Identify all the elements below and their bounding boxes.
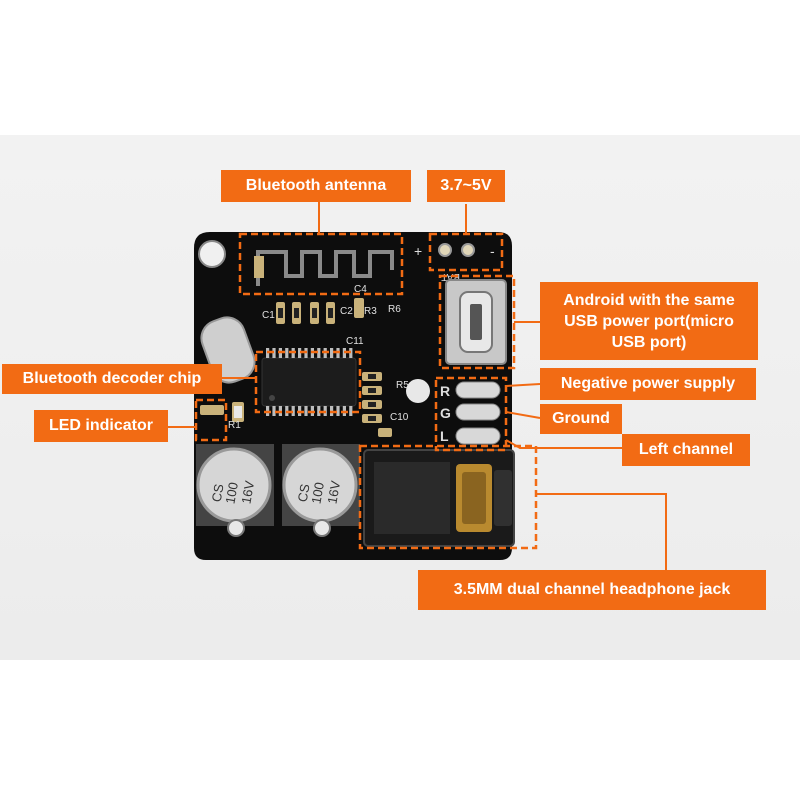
silk-c11: C11 (346, 336, 364, 347)
silk-c1: C1 (262, 310, 275, 321)
chip-pin (317, 348, 321, 358)
antenna-frame (238, 232, 404, 296)
chip-pin (304, 406, 308, 416)
pin-r-marking: R (440, 383, 450, 399)
label-voltage: 3.7~5V (427, 170, 505, 202)
label-negative-supply: Negative power supply (540, 368, 756, 400)
silk-r6: R6 (388, 304, 401, 315)
label-usb-port: Android with the same USB power port(mic… (540, 282, 758, 360)
chip-pin (336, 406, 340, 416)
label-bluetooth-antenna: Bluetooth antenna (221, 170, 411, 202)
usb-label-line-3: USB port) (611, 333, 687, 351)
headphone-jack (363, 449, 515, 547)
silk-r5: R5 (396, 380, 409, 391)
smd-dark-centers (278, 308, 376, 421)
chip-pin (349, 406, 353, 416)
label-ground: Ground (540, 404, 622, 434)
chip-pin (291, 406, 295, 416)
silk-r3: R3 (364, 306, 377, 317)
leader-lines (166, 198, 667, 572)
chip-frame (254, 350, 362, 414)
rgl-frame (434, 376, 508, 452)
label-decoder-chip: Bluetooth decoder chip (2, 364, 222, 394)
decoder-chip-ic (261, 357, 357, 407)
round-pad (406, 379, 430, 403)
left-leader (505, 439, 622, 449)
power-pin-positive (438, 243, 452, 257)
minus-marking: - (490, 243, 495, 259)
bat-marking: BAT (441, 271, 460, 282)
cap-left-16v: 16V (238, 479, 257, 505)
capacitor-left: CS 100 16V (196, 444, 274, 537)
silk-c10: C10 (390, 412, 409, 423)
dashed-highlight-frames (194, 232, 538, 550)
label-left-channel: Left channel (622, 434, 750, 466)
usb-label-line-2: USB power port(micro (564, 312, 734, 330)
power-pin-negative (461, 243, 475, 257)
led-frame (194, 398, 228, 442)
capacitor-right: CS 100 16V (282, 444, 360, 537)
label-headphone-jack: 3.5MM dual channel headphone jack (418, 570, 766, 610)
mounting-hole (198, 240, 226, 268)
antenna-pad (254, 256, 264, 278)
chip-pin (330, 348, 334, 358)
cap-left-cs: CS (209, 482, 227, 503)
jack-frame (358, 444, 538, 550)
usb-frame (438, 274, 516, 370)
micro-usb-port (445, 279, 507, 365)
cap-left-100: 100 (222, 481, 241, 505)
chip-pin (272, 406, 276, 416)
pin-l-marking: L (440, 428, 449, 444)
cap-right-cs: CS (295, 482, 313, 503)
pin-g-marking: G (440, 405, 451, 421)
rgl-pads (455, 381, 501, 445)
usb-label-line-1: Android with the same (563, 291, 735, 309)
chip-pin (298, 348, 302, 358)
silk-c2: C2 (340, 306, 353, 317)
negative-leader (505, 383, 541, 387)
bluetooth-antenna-trace (256, 250, 394, 286)
jack-leader (536, 493, 667, 572)
plus-marking: + (414, 243, 422, 259)
led-component (234, 406, 242, 418)
silk-c4: C4 (354, 284, 367, 295)
silk-r1: R1 (228, 420, 241, 431)
chip-pin (317, 406, 321, 416)
ground-leader (505, 411, 541, 419)
chip-pin (285, 348, 289, 358)
cap-right-100: 100 (308, 481, 327, 505)
cap-right-16v: 16V (324, 479, 343, 505)
label-led-indicator: LED indicator (34, 410, 168, 442)
silkscreen-markings: C1 C2 R3 C4 R6 C11 C10 R5 R1 (228, 284, 409, 431)
